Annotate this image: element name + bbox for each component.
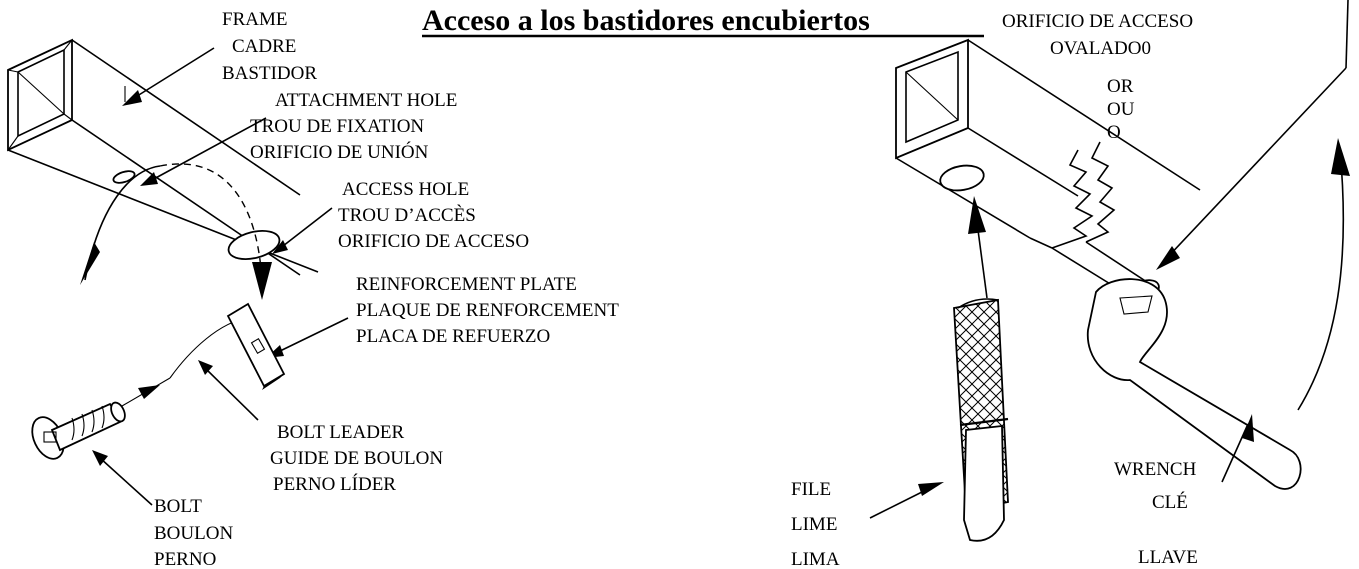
svg-text:PLACA DE REFUERZO: PLACA DE REFUERZO xyxy=(356,326,550,347)
left-motion-arrows xyxy=(80,163,272,407)
svg-text:WRENCH: WRENCH xyxy=(1114,459,1197,480)
svg-text:TROU DE FIXATION: TROU DE FIXATION xyxy=(250,116,424,137)
label-wrench: WRENCH CLÉ LLAVE xyxy=(1114,459,1198,568)
svg-text:LLAVE: LLAVE xyxy=(1138,547,1198,568)
diagram-title: Acceso a los bastidores encubiertos xyxy=(422,4,870,37)
svg-text:OR: OR xyxy=(1107,76,1134,97)
svg-text:BOULON: BOULON xyxy=(154,523,233,544)
wrench-tool xyxy=(1087,278,1302,490)
label-bolt-leader: BOLT LEADER GUIDE DE BOULON PERNO LÍDER xyxy=(270,422,443,495)
svg-text:GUIDE DE BOULON: GUIDE DE BOULON xyxy=(270,448,443,469)
svg-text:OVALADO0: OVALADO0 xyxy=(1050,38,1151,59)
svg-text:BASTIDOR: BASTIDOR xyxy=(222,63,317,84)
svg-text:OU: OU xyxy=(1107,99,1135,120)
left-leader-lines xyxy=(92,47,349,506)
label-access-hole: ACCESS HOLE TROU D’ACCÈS ORIFICIO DE ACC… xyxy=(338,179,529,252)
label-file: FILE LIME LIMA xyxy=(791,479,840,569)
svg-text:PLAQUE DE RENFORCEMENT: PLAQUE DE RENFORCEMENT xyxy=(356,300,619,321)
svg-text:ATTACHMENT HOLE: ATTACHMENT HOLE xyxy=(275,90,457,111)
svg-text:O: O xyxy=(1107,122,1121,143)
right-motion-arrows xyxy=(869,0,1350,519)
svg-text:ACCESS HOLE: ACCESS HOLE xyxy=(342,179,469,200)
svg-text:CADRE: CADRE xyxy=(232,36,296,57)
svg-text:ORIFICIO DE ACCESO: ORIFICIO DE ACCESO xyxy=(338,231,529,252)
label-reinforcement-plate: REINFORCEMENT PLATE PLAQUE DE RENFORCEME… xyxy=(356,274,619,347)
file-tool xyxy=(953,196,1009,542)
svg-text:ORIFICIO DE ACCESO: ORIFICIO DE ACCESO xyxy=(1002,11,1193,32)
svg-text:FILE: FILE xyxy=(791,479,831,500)
svg-text:BOLT: BOLT xyxy=(154,496,202,517)
svg-text:TROU D’ACCÈS: TROU D’ACCÈS xyxy=(338,204,476,226)
left-frame-tube xyxy=(7,38,319,276)
svg-text:ORIFICIO DE UNIÓN: ORIFICIO DE UNIÓN xyxy=(250,141,429,163)
label-bolt: BOLT BOULON PERNO xyxy=(154,496,233,569)
right-frame-tube xyxy=(895,38,1201,305)
svg-text:LIME: LIME xyxy=(791,514,837,535)
svg-text:CLÉ: CLÉ xyxy=(1152,491,1188,513)
svg-text:LIMA: LIMA xyxy=(791,549,840,569)
svg-text:PERNO: PERNO xyxy=(154,549,216,569)
label-or-ou-o: OR OU O xyxy=(1107,76,1135,143)
svg-text:FRAME: FRAME xyxy=(222,9,287,30)
bolt-part xyxy=(31,401,126,460)
label-frame: FRAME CADRE BASTIDOR xyxy=(222,9,317,84)
label-attachment-hole: ATTACHMENT HOLE TROU DE FIXATION ORIFICI… xyxy=(250,90,457,163)
reinforcement-plate xyxy=(226,302,286,390)
svg-text:PERNO LÍDER: PERNO LÍDER xyxy=(273,473,396,495)
svg-text:BOLT LEADER: BOLT LEADER xyxy=(277,422,405,443)
label-oval-access-hole: ORIFICIO DE ACCESO OVALADO0 xyxy=(1002,11,1193,59)
svg-text:REINFORCEMENT PLATE: REINFORCEMENT PLATE xyxy=(356,274,577,295)
